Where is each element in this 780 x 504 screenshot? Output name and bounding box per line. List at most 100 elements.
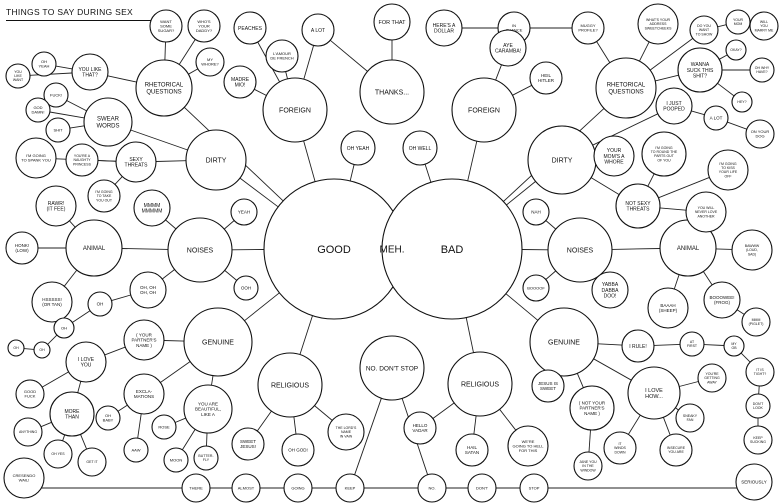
- node-circle: [340, 130, 376, 166]
- node-l-yeah: YEAH: [230, 198, 258, 226]
- edge-good-foreign-l: [303, 140, 316, 182]
- node-label: HSSSSS!(OR TAN): [42, 297, 62, 307]
- edge-bad-religious-r: [465, 317, 474, 353]
- edge-ilove-r-r-vagina: [679, 381, 699, 387]
- node-label: BAD: [441, 244, 464, 256]
- node-circle: [677, 47, 723, 93]
- node-circle: [181, 473, 211, 503]
- node-circle: [547, 217, 613, 283]
- node-l-peaches: PEACHES: [233, 11, 267, 45]
- edge-good-genuine-l: [244, 292, 280, 322]
- node-circle: [373, 3, 411, 41]
- node-label: ROSE: [158, 424, 170, 429]
- node-label: NOISES: [567, 247, 594, 254]
- node-l-getit: GET IT: [77, 447, 107, 477]
- node-circle: [230, 198, 258, 226]
- node-circle: [595, 57, 657, 119]
- node-label: OH GOD!: [288, 448, 308, 453]
- node-circle: [519, 473, 549, 503]
- node-label: BAWWW(LOUD,SAD): [745, 244, 760, 256]
- edge-l-morethan-l-ohyes: [62, 434, 66, 441]
- node-genuine-l: GENUINE: [183, 307, 253, 377]
- node-thanks: THANKS...: [359, 59, 425, 125]
- node-circle: [697, 363, 727, 393]
- edge-noises-l-l-ohohoh: [162, 269, 175, 280]
- node-label: A LOT: [710, 116, 723, 121]
- node-circle: [451, 77, 517, 143]
- node-circle: [359, 335, 425, 401]
- node-label: YEAH: [238, 210, 250, 215]
- node-circle: [87, 179, 121, 213]
- node-label: BUTTER-FLY: [198, 454, 214, 462]
- node-r-hey: HEY?: [731, 91, 753, 113]
- edge-dirty-l-sexy-l: [155, 160, 187, 162]
- node-label: RAWR!(IT FEE): [47, 201, 66, 213]
- node-circle: [115, 141, 157, 183]
- edge-l-exclamations-l-ohbaby: [117, 404, 128, 412]
- node-circle: [402, 130, 438, 166]
- edge-l-partnername-l-iloveyou-l: [104, 346, 126, 356]
- node-bad: BAD: [381, 178, 523, 320]
- edge-l-morethan-l-getit: [80, 434, 88, 450]
- node-label: OH YEAH: [347, 146, 370, 152]
- node-circle: [183, 384, 233, 434]
- edge-bad-foreign-r: [467, 141, 478, 181]
- node-l-anything: ANYTHING: [13, 417, 43, 447]
- node-label: RELIGIOUS: [271, 382, 309, 389]
- node-b-dont: DON'T: [467, 473, 497, 503]
- node-dirty-r: DIRTY: [527, 125, 597, 195]
- node-circle: [603, 431, 637, 465]
- node-label: BOOOOF: [527, 285, 545, 290]
- node-r-mmm: MMM(PIGLET): [741, 307, 771, 337]
- node-circle: [659, 433, 693, 467]
- node-label: OKAY?: [730, 48, 741, 52]
- edge-notsexy-r-r-willnever: [659, 207, 687, 211]
- node-l-oh2: OH: [87, 291, 113, 317]
- edge-genuine-l-l-beautiful: [211, 375, 214, 386]
- node-l-hssss: HSSSSS!(OR TAN): [31, 281, 73, 323]
- node-r-seriously: SERIOUSLY: [735, 463, 773, 501]
- node-r-nah: NAH: [522, 198, 550, 226]
- edge-genuine-r-r-partnername: [576, 373, 584, 388]
- node-label: HEY?: [737, 100, 746, 104]
- node-label: MOON: [170, 457, 183, 462]
- edge-l-beautiful-l-moon: [182, 429, 196, 451]
- node-circle: [183, 307, 253, 377]
- node-circle: [731, 91, 753, 113]
- node-circle: [281, 433, 315, 467]
- node-circle: [185, 129, 247, 191]
- edge-l-beautiful-l-butterfly: [206, 432, 208, 447]
- node-circle: [35, 185, 77, 227]
- node-l-shit: SHIT: [45, 117, 71, 143]
- node-r-okay: OKAY?: [725, 39, 747, 61]
